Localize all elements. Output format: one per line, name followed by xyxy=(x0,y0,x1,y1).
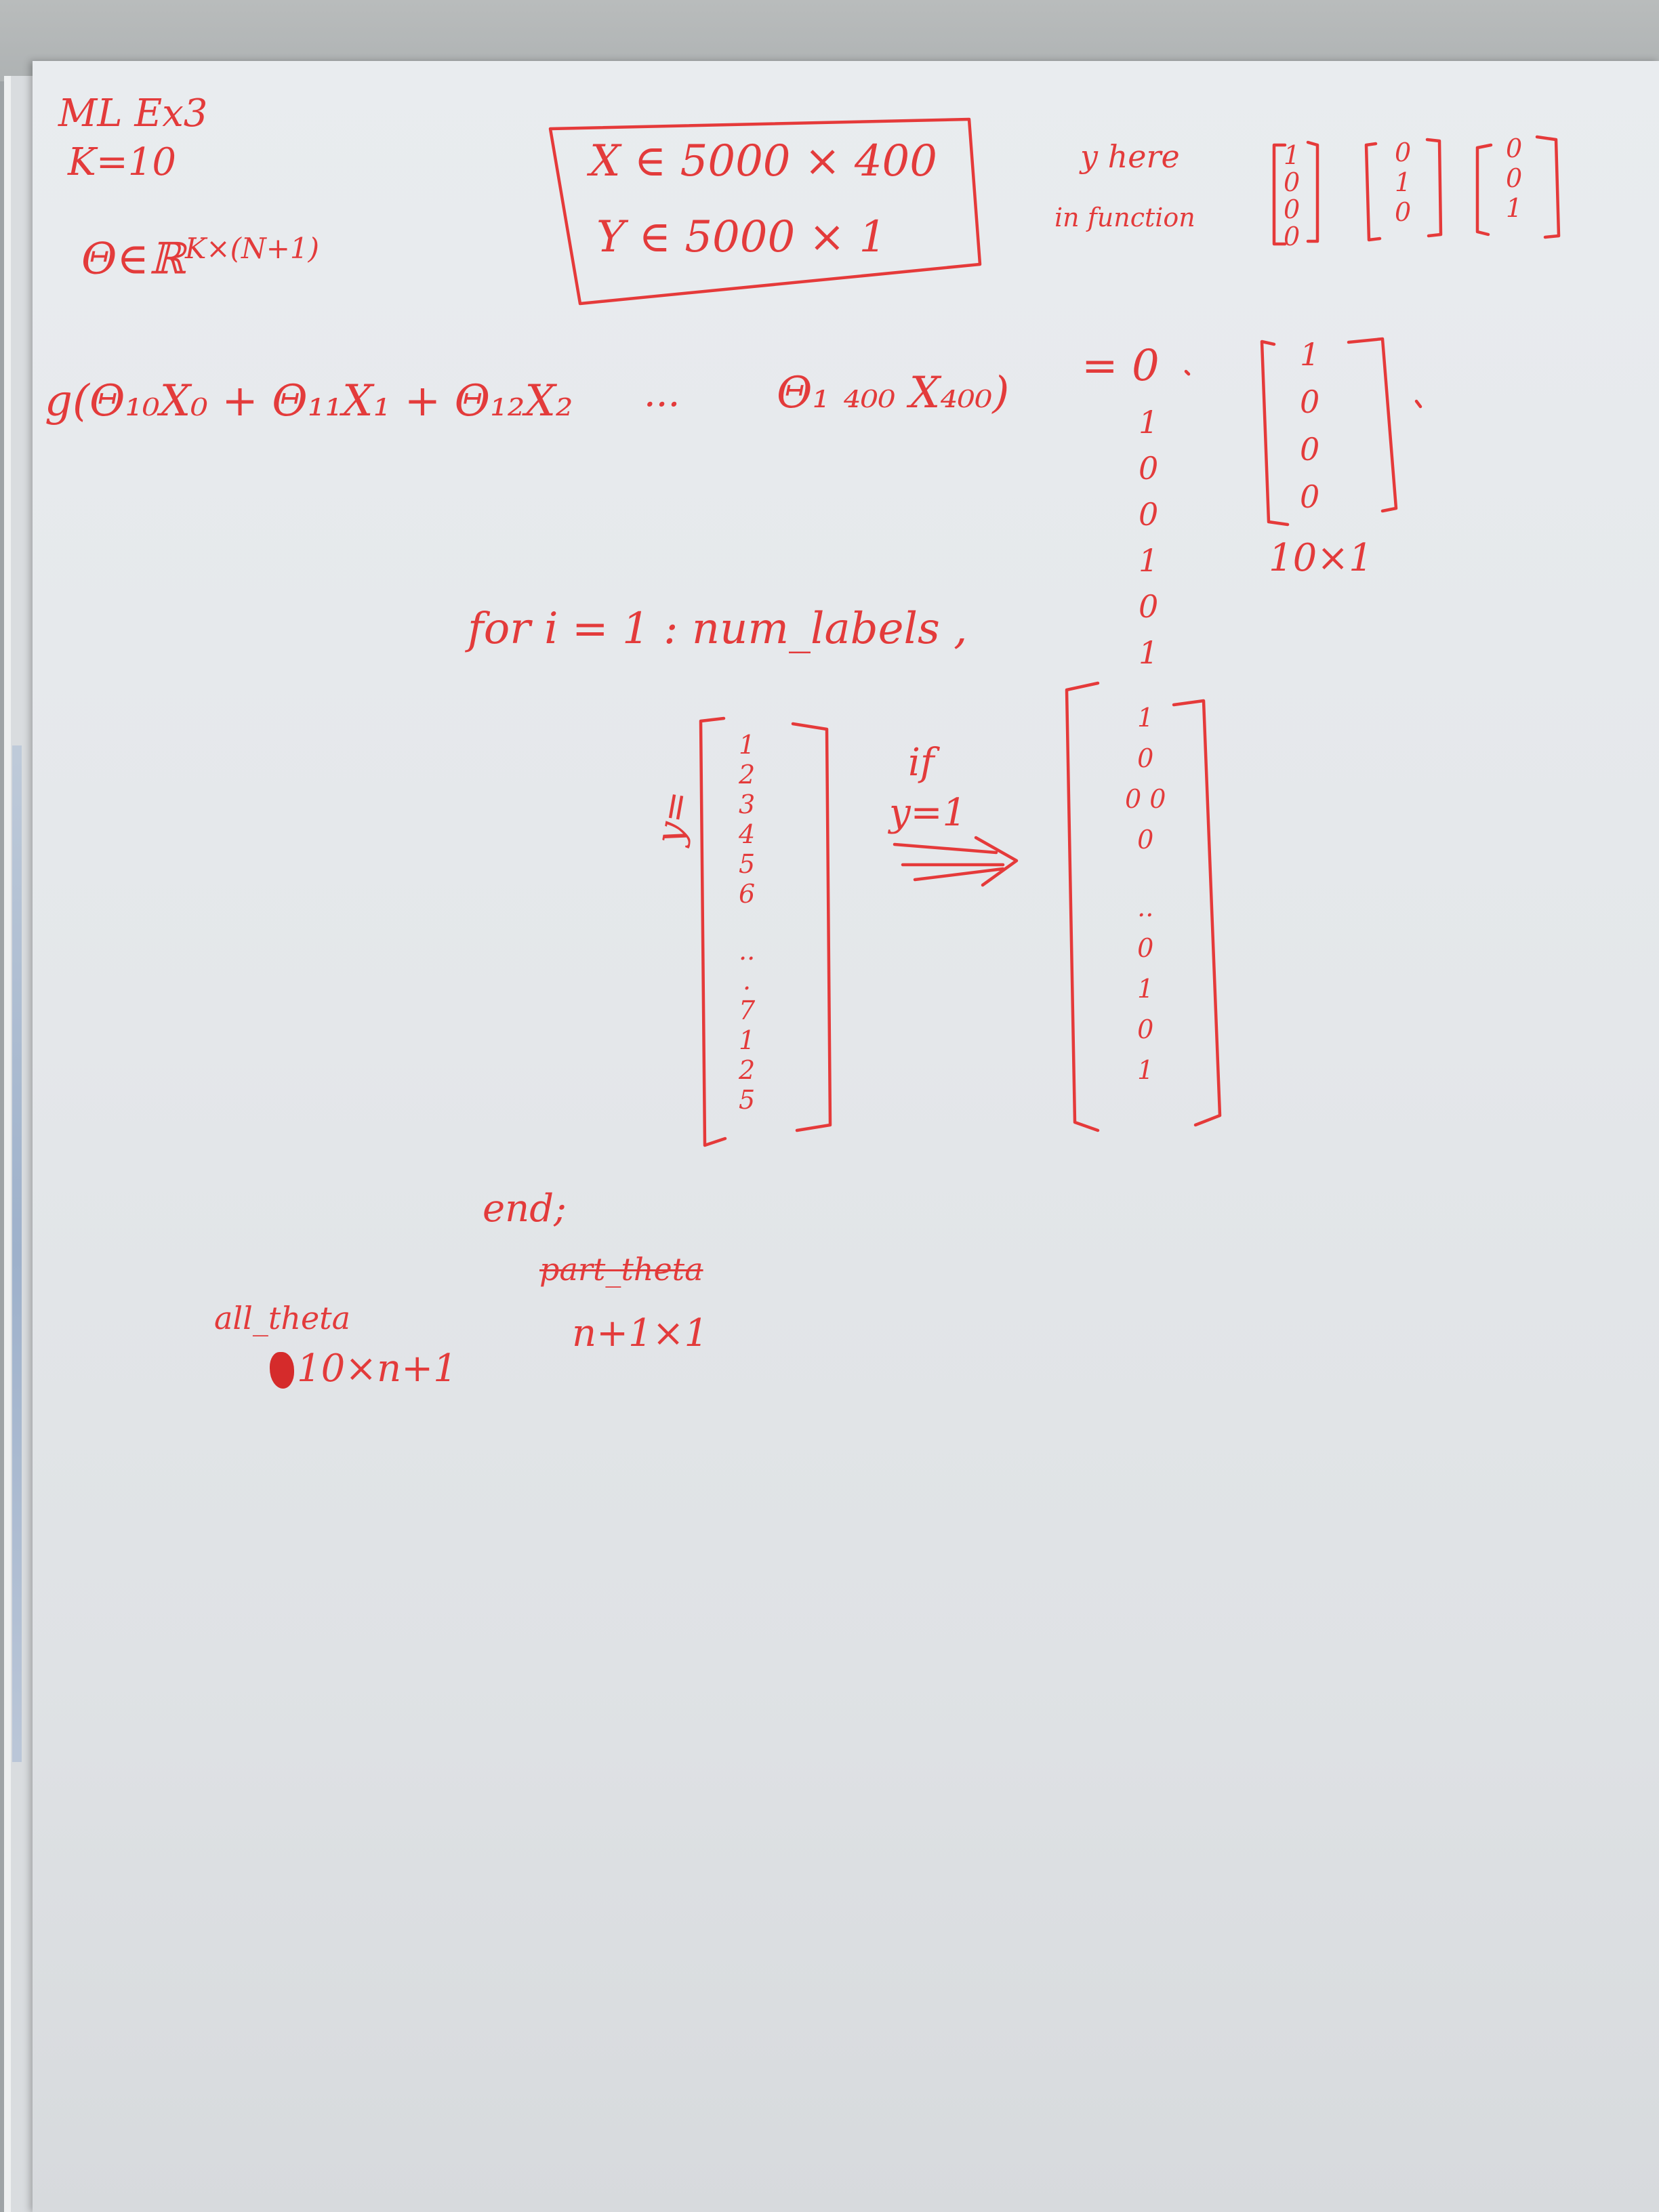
binary-vector-bracket-left xyxy=(1065,681,1100,1132)
in-function-label: in function xyxy=(1054,203,1195,232)
bin-entry-2: 0 0 xyxy=(1125,784,1166,814)
mini-vector-b-bracket xyxy=(1364,138,1443,242)
definitions-box xyxy=(548,117,982,306)
vec-entry-3: 0 xyxy=(1300,478,1320,515)
ink-tick xyxy=(1414,399,1422,409)
ellipsis: ··· xyxy=(644,383,680,427)
bin-entry-4: .. xyxy=(1137,893,1154,922)
end-keyword: end; xyxy=(483,1187,567,1231)
bin-entry-8: 1 xyxy=(1137,1055,1154,1085)
hypothesis-last-term: Θ₁ ₄₀₀ X₄₀₀) xyxy=(777,368,1010,418)
y-entry-11: 5 xyxy=(739,1085,756,1115)
bin-entry-5: 0 xyxy=(1137,933,1154,963)
y-entry-6: .. xyxy=(739,936,756,966)
bin-entry-0: 1 xyxy=(1137,703,1154,733)
vector-10x1: 1 0 0 0 xyxy=(1300,339,1319,512)
implies-arrow xyxy=(893,836,1019,887)
part-theta-dimension: n+1×1 xyxy=(572,1311,709,1355)
y-vector-label: y= xyxy=(647,787,700,848)
vector-bracket-right xyxy=(1347,337,1398,513)
scatter-2: 0 xyxy=(1139,496,1159,533)
scattered-column: 1 0 0 1 0 1 xyxy=(1139,407,1158,668)
mini-b-2: 0 xyxy=(1395,197,1412,227)
binary-label-vector: 1 0 0 0 0 .. 0 1 0 1 xyxy=(1125,705,1166,1083)
paper-edge xyxy=(12,745,22,1762)
all-theta-label: all_theta xyxy=(214,1300,351,1336)
y-entry-10: 2 xyxy=(739,1055,756,1085)
bin-entry-3: 0 xyxy=(1137,825,1154,855)
theta-set: Θ∈ℝ xyxy=(81,234,186,285)
ink-blot xyxy=(270,1352,294,1389)
mini-a-2: 0 xyxy=(1284,194,1300,224)
all-theta-dimension: 10×n+1 xyxy=(297,1347,457,1391)
if-label: if xyxy=(908,741,935,785)
y-label-vector: 1 2 3 4 5 6 .. . 7 1 2 5 xyxy=(739,732,755,1113)
theta-dimension: K×(N+1) xyxy=(185,232,320,265)
header-title: ML Ex3 xyxy=(58,91,208,136)
mini-vector-a: 1 0 0 0 xyxy=(1284,142,1300,249)
y-entry-1: 2 xyxy=(739,760,756,790)
mini-b-1: 1 xyxy=(1395,167,1412,197)
mini-c-1: 0 xyxy=(1506,163,1523,193)
y-entry-7: . xyxy=(743,966,752,996)
y-here-label: y here xyxy=(1080,138,1180,175)
mini-vector-c-bracket xyxy=(1475,135,1561,239)
mini-c-2: 1 xyxy=(1506,193,1523,223)
binary-vector-bracket-right xyxy=(1172,699,1222,1127)
x-dimension: X ∈ 5000 × 400 xyxy=(590,136,937,186)
scatter-3: 1 xyxy=(1139,542,1159,579)
hypothesis-expression: g(Θ₁₀X₀ + Θ₁₁X₁ + Θ₁₂X₂ xyxy=(45,376,573,426)
mini-vector-a-bracket xyxy=(1272,140,1319,246)
mini-a-1: 0 xyxy=(1284,167,1300,197)
bin-entry-6: 1 xyxy=(1137,974,1154,1004)
vec-entry-0: 1 xyxy=(1300,336,1320,373)
mini-vector-b: 0 1 0 xyxy=(1395,140,1411,225)
y-entry-4: 5 xyxy=(739,849,756,879)
y-equals-one: y=1 xyxy=(889,791,967,835)
vector-bracket-left xyxy=(1260,340,1290,527)
y-entry-8: 7 xyxy=(739,996,756,1025)
y-dimension: Y ∈ 5000 × 1 xyxy=(596,212,887,262)
y-entry-2: 3 xyxy=(739,790,756,819)
scatter-1: 0 xyxy=(1139,450,1159,487)
vec-entry-2: 0 xyxy=(1300,431,1320,468)
vector-dimension-label: 10×1 xyxy=(1269,536,1373,580)
part-theta-label: part_theta xyxy=(539,1251,703,1288)
for-loop-header: for i = 1 : num_labels , xyxy=(468,604,968,654)
mini-a-3: 0 xyxy=(1284,222,1300,251)
scatter-0: 1 xyxy=(1139,404,1159,441)
k-value: K=10 xyxy=(68,140,177,184)
y-entry-9: 1 xyxy=(739,1025,756,1055)
y-vector-bracket-right xyxy=(791,722,832,1132)
mini-a-0: 1 xyxy=(1284,140,1300,170)
y-entry-5: 6 xyxy=(739,879,756,909)
mini-b-0: 0 xyxy=(1395,138,1412,167)
scatter-5: 1 xyxy=(1139,634,1159,671)
bin-entry-7: 0 xyxy=(1137,1015,1154,1044)
y-vector-bracket-left xyxy=(699,716,727,1147)
ink-dot xyxy=(1184,369,1191,376)
y-entry-3: 4 xyxy=(739,819,756,849)
scatter-4: 0 xyxy=(1139,588,1159,625)
bin-entry-1: 0 xyxy=(1137,743,1154,773)
equals-zero: = 0 xyxy=(1082,341,1160,391)
theta-definition: Θ∈ℝK×(N+1) xyxy=(81,234,319,281)
mini-vector-c: 0 0 1 xyxy=(1506,136,1522,221)
mini-c-0: 0 xyxy=(1506,134,1523,163)
vec-entry-1: 0 xyxy=(1300,384,1320,420)
y-entry-0: 1 xyxy=(739,730,756,760)
